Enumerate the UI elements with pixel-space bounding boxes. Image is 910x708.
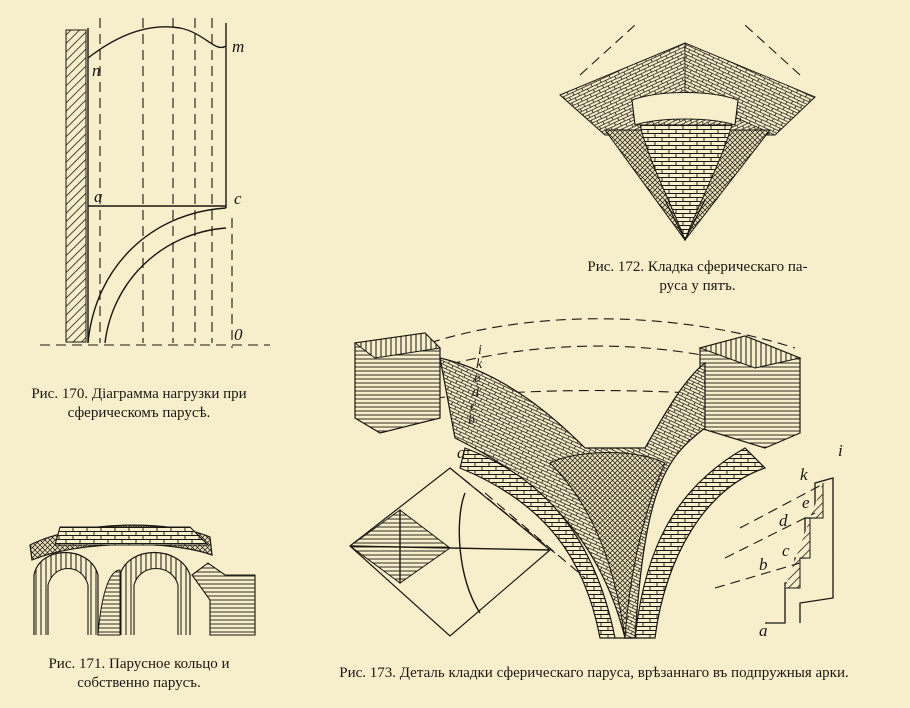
fig172-caption-line2: руса у пятъ. xyxy=(659,278,736,294)
fig170-load-curve xyxy=(87,26,227,59)
fig173-label-i: i xyxy=(838,441,843,460)
fig172-caption-line1: Рис. 172. Кладка сферическаго па- xyxy=(587,259,808,275)
svg-text:d: d xyxy=(472,385,480,400)
figure-173-pendentive-detail: i k e d c b a i k e d c b a xyxy=(349,318,843,640)
fig170-caption: Рис. 170. Діаграмма нагрузки при сфериче… xyxy=(14,385,264,423)
fig173-caption: Рис. 173. Деталь кладки сферическаго пар… xyxy=(339,665,849,681)
fig170-label-c: c xyxy=(234,189,242,208)
svg-text:e: e xyxy=(474,371,480,386)
svg-text:c: c xyxy=(470,399,477,414)
fig173-left-labels: i k e d c b a xyxy=(457,343,483,462)
fig170-wall-hatch xyxy=(65,29,87,343)
fig170-caption-line1: Рис. 170. Діаграмма нагрузки при xyxy=(31,386,247,402)
fig170-label-a: a xyxy=(94,187,103,206)
svg-text:k: k xyxy=(476,357,483,372)
fig171-caption: Рис. 171. Парусное кольцо и собственно п… xyxy=(14,655,264,693)
fig173-label-e: e xyxy=(802,493,810,512)
fig172-caption: Рис. 172. Кладка сферическаго па- руса у… xyxy=(560,258,835,296)
figure-170-load-diagram: n m a c 0 xyxy=(40,18,270,348)
fig171-caption-line2: собственно парусъ. xyxy=(77,675,201,691)
figure-172-springing-masonry xyxy=(559,24,816,242)
fig170-label-o: 0 xyxy=(234,325,243,344)
fig173-label-c: c xyxy=(782,541,790,560)
fig173-label-b: b xyxy=(759,555,768,574)
fig170-label-n: n xyxy=(92,61,101,80)
figure-171-pendentive-ring xyxy=(29,524,256,636)
fig170-caption-line2: сферическомъ парусѣ. xyxy=(67,405,211,421)
fig173-label-d: d xyxy=(779,511,788,530)
svg-text:b: b xyxy=(468,413,475,428)
svg-text:a: a xyxy=(457,443,466,462)
fig170-label-m: m xyxy=(232,37,244,56)
fig171-caption-line1: Рис. 171. Парусное кольцо и xyxy=(48,656,230,672)
svg-text:i: i xyxy=(478,343,482,358)
fig173-label-a: a xyxy=(759,621,768,640)
fig173-label-k: k xyxy=(800,465,808,484)
